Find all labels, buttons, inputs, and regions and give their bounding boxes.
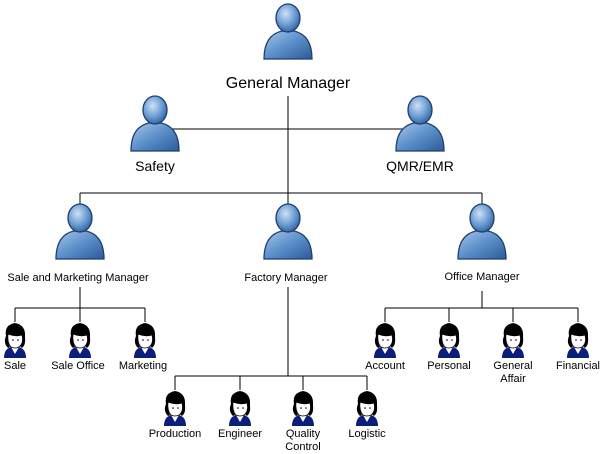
general-manager-person-icon <box>263 3 313 60</box>
marketing-label: Marketing <box>118 360 168 372</box>
safety-person-icon <box>130 95 180 152</box>
production-person-icon <box>163 390 187 427</box>
financial-label: Financial <box>555 360 600 372</box>
general-manager-label: General Manager <box>225 75 351 92</box>
logistic-label: Logistic <box>348 428 386 440</box>
office-manager-person-icon <box>457 203 507 260</box>
sale-office-person-icon <box>68 322 92 359</box>
logistic-person-icon <box>355 390 379 427</box>
engineer-person-icon <box>228 390 252 427</box>
quality-control-label: Quality Control <box>285 428 321 453</box>
engineer-label: Engineer <box>217 428 263 440</box>
general-affair-person-icon <box>501 322 525 359</box>
production-label: Production <box>148 428 202 440</box>
account-person-icon <box>373 322 397 359</box>
factory-manager-person-icon <box>263 203 313 260</box>
sale-person-icon <box>3 322 27 359</box>
sale-label: Sale <box>3 360 27 372</box>
personal-label: Personal <box>427 360 471 372</box>
financial-person-icon <box>566 322 590 359</box>
sale-marketing-manager-label: Sale and Marketing Manager <box>7 272 149 284</box>
quality-control-person-icon <box>291 390 315 427</box>
factory-manager-label: Factory Manager <box>244 272 328 284</box>
safety-label: Safety <box>135 158 175 174</box>
office-manager-label: Office Manager <box>444 271 520 283</box>
sale-marketing-manager-person-icon <box>55 203 105 260</box>
account-label: Account <box>365 360 405 372</box>
general-affair-label: General Affair <box>493 360 533 385</box>
qmr-emr-person-icon <box>395 95 445 152</box>
qmr-emr-label: QMR/EMR <box>386 158 454 174</box>
marketing-person-icon <box>133 322 157 359</box>
sale-office-label: Sale Office <box>51 360 105 372</box>
personal-person-icon <box>437 322 461 359</box>
